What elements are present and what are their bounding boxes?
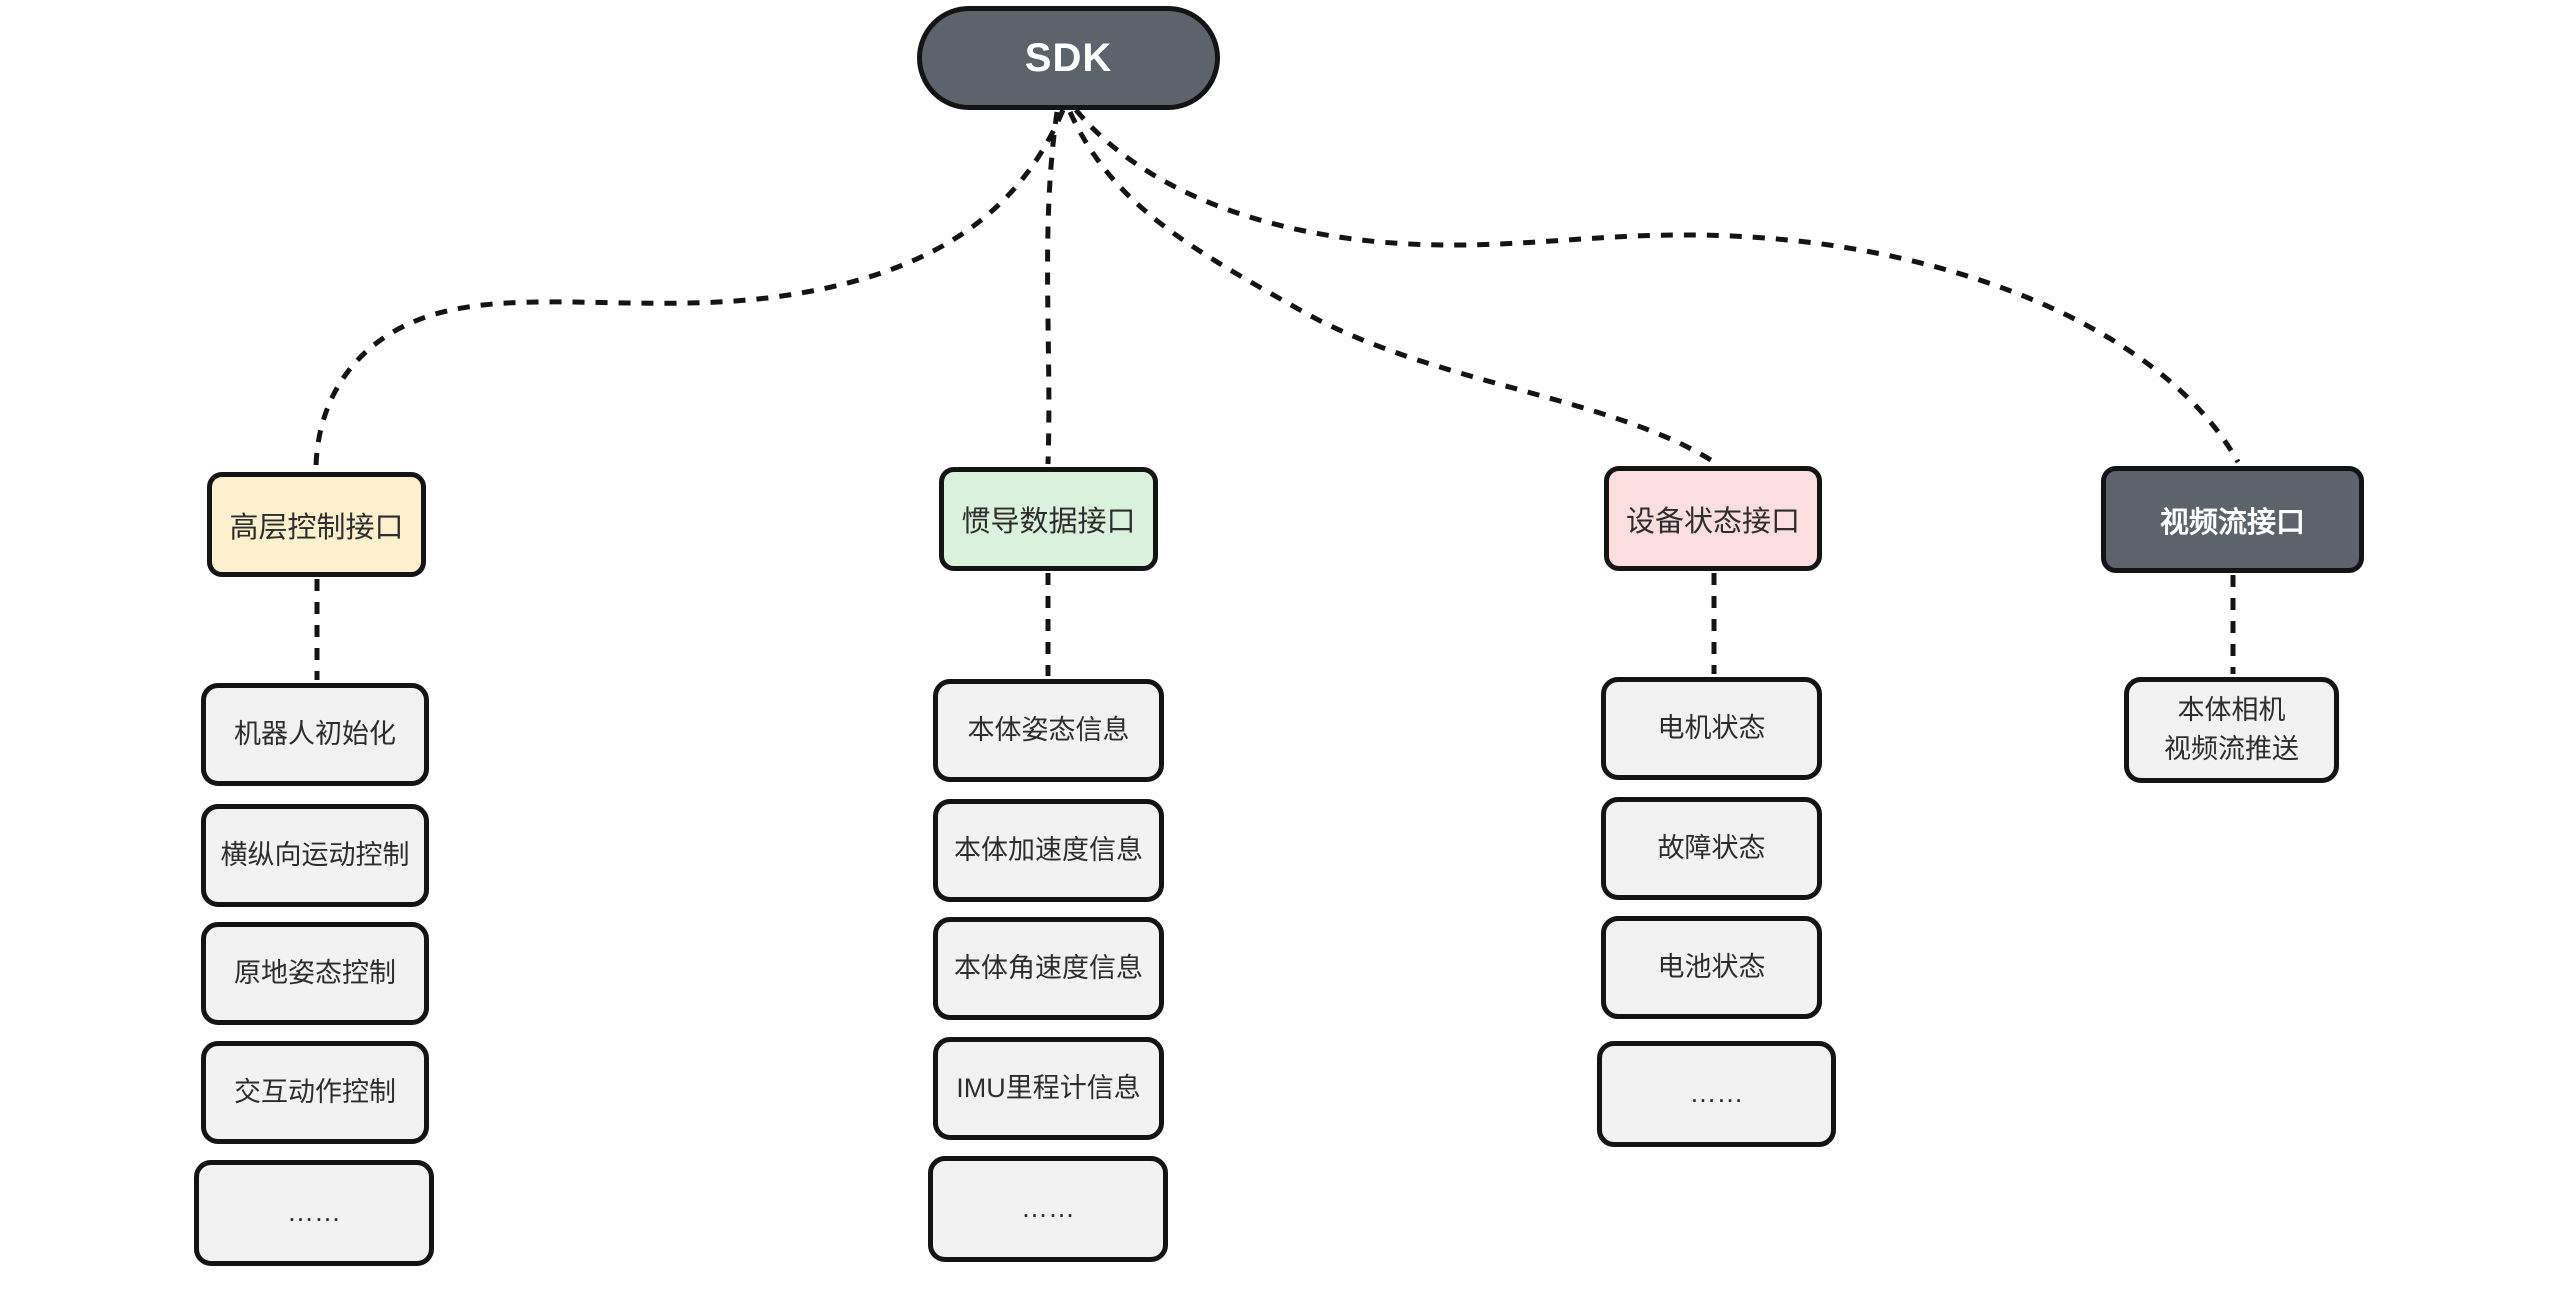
leaf-inertial-nav-ellipsis: …… bbox=[928, 1156, 1168, 1262]
branch-high-level-control-interface: 高层控制接口 bbox=[207, 472, 426, 577]
leaf-fault-status: 故障状态 bbox=[1601, 797, 1822, 900]
branch-video-stream-interface: 视频流接口 bbox=[2101, 466, 2364, 573]
connector-sdk-to-video-stream bbox=[1074, 108, 2241, 464]
leaf-robot-initialization: 机器人初始化 bbox=[201, 683, 429, 786]
leaf-imu-odometry-info: IMU里程计信息 bbox=[933, 1037, 1164, 1140]
leaf-in-place-attitude-control: 原地姿态控制 bbox=[201, 922, 429, 1025]
branch-device-status-interface: 设备状态接口 bbox=[1604, 466, 1822, 571]
leaf-motor-status: 电机状态 bbox=[1601, 677, 1822, 780]
leaf-device-status-ellipsis: …… bbox=[1597, 1041, 1836, 1147]
branch-inertial-nav-data-interface: 惯导数据接口 bbox=[939, 467, 1158, 571]
leaf-lateral-longitudinal-motion-control: 横纵向运动控制 bbox=[201, 804, 429, 907]
leaf-body-camera-video-stream-push: 本体相机 视频流推送 bbox=[2124, 677, 2339, 783]
leaf-body-attitude-info: 本体姿态信息 bbox=[933, 679, 1164, 782]
connector-sdk-to-device-status bbox=[1067, 110, 1716, 465]
leaf-body-acceleration-info: 本体加速度信息 bbox=[933, 799, 1164, 902]
leaf-battery-status: 电池状态 bbox=[1601, 916, 1822, 1019]
leaf-interactive-action-control: 交互动作控制 bbox=[201, 1041, 429, 1144]
leaf-high-level-control-ellipsis: …… bbox=[194, 1160, 434, 1266]
leaf-body-angular-velocity-info: 本体角速度信息 bbox=[933, 917, 1164, 1020]
connector-sdk-to-inertial-nav bbox=[1045, 111, 1060, 465]
sdk-root-node: SDK bbox=[917, 6, 1220, 110]
connector-sdk-to-high-level-control bbox=[313, 109, 1066, 467]
